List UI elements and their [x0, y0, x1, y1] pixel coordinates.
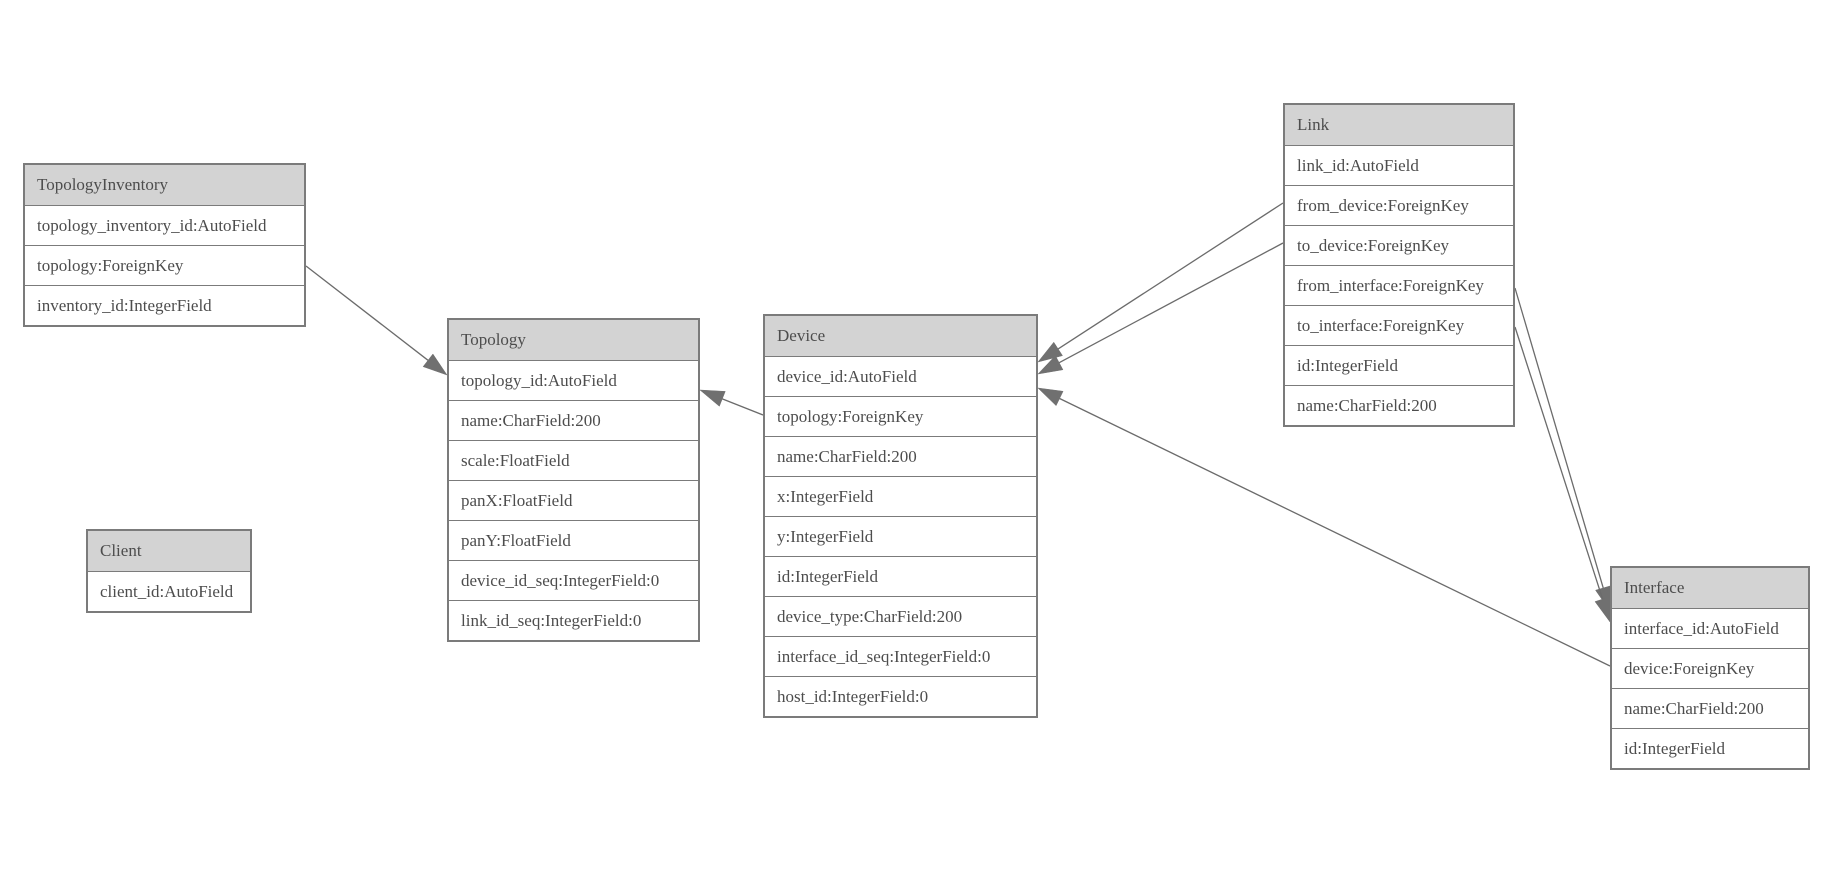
relationship-arrowhead-device-topology-to-topology	[699, 389, 726, 407]
entity-interface-field-name: name:CharField:200	[1612, 688, 1808, 728]
entity-topology-field-pany: panY:FloatField	[449, 520, 698, 560]
entity-topology-field-scale: scale:FloatField	[449, 440, 698, 480]
entity-topologyinventory-field-inventory-id: inventory_id:IntegerField	[25, 285, 304, 325]
entity-link-field-to-interface: to_interface:ForeignKey	[1285, 305, 1513, 345]
entity-topologyinventory-field-topology-inventory-id: topology_inventory_id:AutoField	[25, 205, 304, 245]
entity-device-field-name: name:CharField:200	[765, 436, 1036, 476]
entity-device-field-x: x:IntegerField	[765, 476, 1036, 516]
entity-link-field-from-device: from_device:ForeignKey	[1285, 185, 1513, 225]
entity-topologyinventory-title: TopologyInventory	[25, 165, 304, 205]
entity-interface-field-interface-id: interface_id:AutoField	[1612, 608, 1808, 648]
entity-link-field-from-interface: from_interface:ForeignKey	[1285, 265, 1513, 305]
relationship-arrowhead-link-from-device-to-device	[1037, 341, 1063, 363]
entity-interface-title: Interface	[1612, 568, 1808, 608]
entity-device-field-interface-id-seq: interface_id_seq:IntegerField:0	[765, 636, 1036, 676]
relationship-line-interface-device-to-device	[1059, 397, 1611, 667]
relationship-arrowhead-interface-device-to-device	[1037, 387, 1064, 407]
entity-topology-field-link-id-seq: link_id_seq:IntegerField:0	[449, 600, 698, 640]
entity-device-field-id: id:IntegerField	[765, 556, 1036, 596]
entity-topology-title: Topology	[449, 320, 698, 360]
entity-link-field-name: name:CharField:200	[1285, 385, 1513, 425]
entity-topology-field-topology-id: topology_id:AutoField	[449, 360, 698, 400]
entity-device-field-topology: topology:ForeignKey	[765, 396, 1036, 436]
entity-device-field-y: y:IntegerField	[765, 516, 1036, 556]
entity-device-field-device-id: device_id:AutoField	[765, 356, 1036, 396]
entity-link-title: Link	[1285, 105, 1513, 145]
relationship-line-topologyinventory-topology-to-topology	[305, 265, 429, 361]
entity-interface-field-device: device:ForeignKey	[1612, 648, 1808, 688]
relationship-line-link-from-interface-to-interface	[1514, 287, 1604, 589]
relationship-arrowhead-link-to-device-to-device	[1037, 355, 1064, 375]
entity-topologyinventory-field-topology: topology:ForeignKey	[25, 245, 304, 285]
entity-link-field-to-device: to_device:ForeignKey	[1285, 225, 1513, 265]
relationship-line-link-to-device-to-device	[1058, 242, 1284, 364]
entity-link-field-id: id:IntegerField	[1285, 345, 1513, 385]
entity-client-field-client-id: client_id:AutoField	[88, 571, 250, 611]
entity-interface-field-id: id:IntegerField	[1612, 728, 1808, 768]
entity-client-title: Client	[88, 531, 250, 571]
entity-device-title: Device	[765, 316, 1036, 356]
entity-topology-field-name: name:CharField:200	[449, 400, 698, 440]
entity-device-field-host-id: host_id:IntegerField:0	[765, 676, 1036, 716]
relationship-line-link-to-interface-to-interface	[1514, 326, 1604, 600]
entity-topology-field-panx: panX:FloatField	[449, 480, 698, 520]
relationship-arrowhead-topologyinventory-topology-to-topology	[422, 353, 448, 376]
entity-topology-field-device-id-seq: device_id_seq:IntegerField:0	[449, 560, 698, 600]
entity-link-field-link-id: link_id:AutoField	[1285, 145, 1513, 185]
relationship-line-link-from-device-to-device	[1057, 202, 1284, 350]
relationship-arrowhead-link-to-interface-to-interface	[1594, 596, 1611, 623]
entity-device-field-device-type: device_type:CharField:200	[765, 596, 1036, 636]
relationship-line-device-topology-to-topology	[722, 398, 764, 416]
